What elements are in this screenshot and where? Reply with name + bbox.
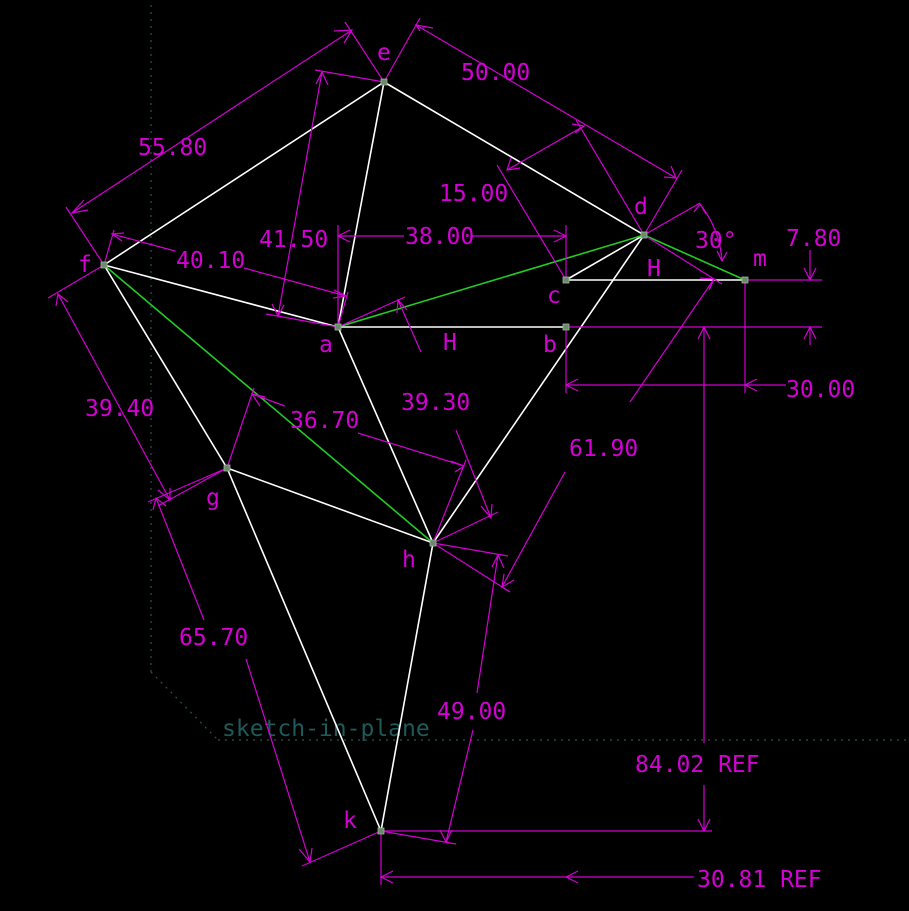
point-a[interactable] — [334, 323, 342, 331]
construction-f-h[interactable] — [103, 264, 434, 544]
point-e[interactable] — [380, 78, 388, 86]
line-g-k[interactable] — [226, 467, 382, 832]
workplane-label: sketch-in-plane — [222, 716, 430, 742]
dim-label-49-00[interactable]: 49.00 — [437, 699, 506, 725]
point-k[interactable] — [377, 827, 385, 835]
point-f[interactable] — [100, 261, 108, 269]
line-e-a[interactable] — [337, 81, 385, 328]
point-h[interactable] — [429, 539, 437, 547]
line-f-g[interactable] — [103, 264, 228, 469]
line-d-h[interactable] — [432, 234, 645, 544]
dim-label-38-00[interactable]: 38.00 — [405, 224, 474, 250]
dimension-lines — [47, 17, 822, 885]
dim-label-7-80[interactable]: 7.80 — [786, 226, 841, 252]
point-label-f: f — [78, 252, 92, 278]
point-label-k: k — [343, 808, 357, 834]
dim-label-15-00[interactable]: 15.00 — [439, 181, 508, 207]
point-label-h: h — [402, 547, 416, 573]
dim-label-30-81-ref[interactable]: 30.81 REF — [697, 867, 822, 893]
dimension-labels: 55.80 50.00 41.50 40.10 38.00 15.00 30° … — [85, 60, 855, 893]
construction-a-d[interactable] — [337, 234, 645, 328]
point-label-d: d — [634, 194, 648, 220]
line-c-d[interactable] — [565, 234, 645, 281]
constraint-horizontal-ab[interactable]: H — [443, 330, 457, 356]
point-label-a: a — [319, 332, 333, 358]
line-h-k[interactable] — [380, 542, 434, 832]
point-label-b: b — [543, 332, 557, 358]
dim-label-65-70[interactable]: 65.70 — [179, 625, 248, 651]
line-g-h[interactable] — [226, 467, 434, 544]
point-m[interactable] — [741, 276, 749, 284]
point-b[interactable] — [562, 323, 570, 331]
point-label-g: g — [206, 485, 220, 511]
dim-label-61-90[interactable]: 61.90 — [569, 436, 638, 462]
dim-label-41-50[interactable]: 41.50 — [259, 227, 328, 253]
dim-label-36-70[interactable]: 36.70 — [290, 408, 359, 434]
point-label-m: m — [753, 246, 767, 272]
dim-label-50-00[interactable]: 50.00 — [461, 60, 530, 86]
construction-lines — [103, 234, 746, 544]
constraint-horizontal-cm[interactable]: H — [647, 256, 661, 282]
line-f-e[interactable] — [103, 81, 385, 266]
construction-d-m[interactable] — [643, 234, 746, 281]
point-c[interactable] — [562, 276, 570, 284]
dim-label-55-80[interactable]: 55.80 — [138, 135, 207, 161]
point-markers — [100, 78, 749, 835]
dim-label-angle-30[interactable]: 30° — [695, 228, 737, 254]
dim-label-40-10[interactable]: 40.10 — [176, 248, 245, 274]
line-e-d[interactable] — [383, 81, 645, 236]
sketch-lines — [103, 81, 745, 832]
point-label-c: c — [547, 283, 561, 309]
line-a-h[interactable] — [337, 326, 434, 544]
point-d[interactable] — [640, 231, 648, 239]
dim-label-39-30[interactable]: 39.30 — [401, 390, 470, 416]
line-f-a[interactable] — [103, 264, 339, 328]
dimension-arrowheads — [55, 24, 817, 884]
dim-label-39-40[interactable]: 39.40 — [85, 396, 154, 422]
dim-label-30-00[interactable]: 30.00 — [786, 377, 855, 403]
point-label-e: e — [377, 40, 391, 66]
workplane-border — [150, 5, 909, 741]
dim-label-84-02-ref[interactable]: 84.02 REF — [635, 752, 760, 778]
point-g[interactable] — [223, 464, 231, 472]
point-labels: a b c d e f g h k m — [78, 40, 767, 834]
